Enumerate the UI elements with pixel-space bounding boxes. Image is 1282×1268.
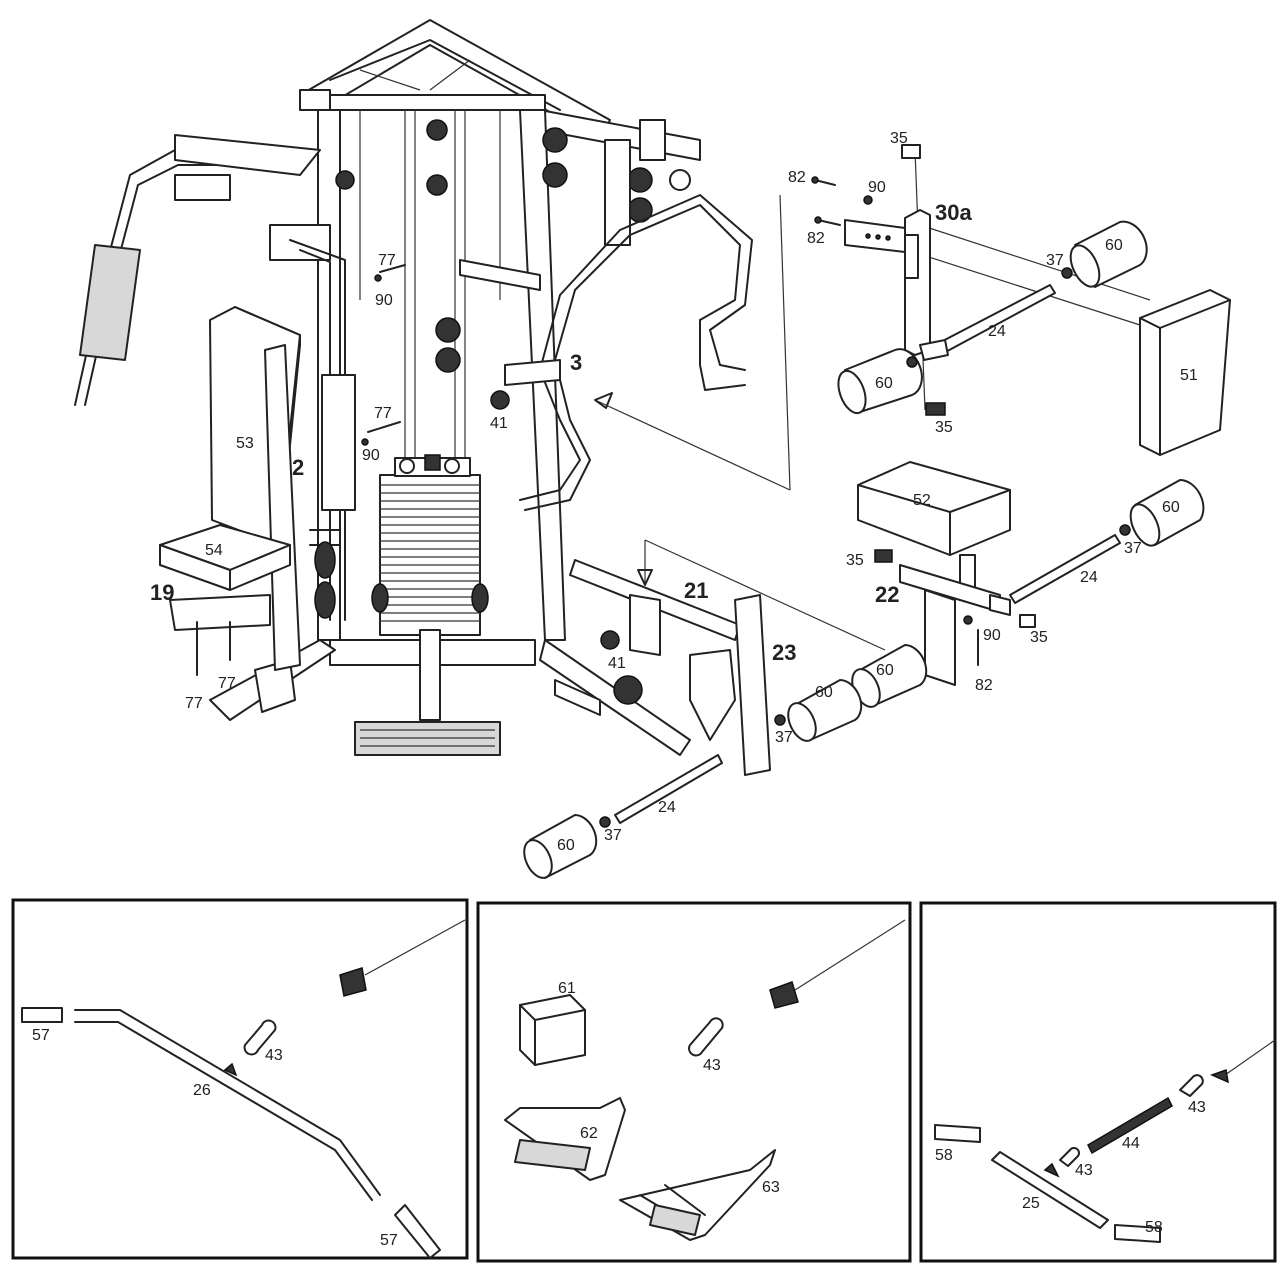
inset-left-label-26: 26 [193,1082,211,1099]
main-part-labels: 35 82 90 30a 82 37 60 77 90 24 3 60 51 4… [150,130,1198,854]
label-82-c: 82 [975,677,993,694]
inset-middle-label-62: 62 [580,1125,598,1142]
label-37-a: 37 [1046,252,1064,269]
label-35-top: 35 [890,130,908,147]
label-35-d: 35 [1030,629,1048,646]
label-54: 54 [205,542,223,559]
inset-middle-label-61: 61 [558,980,576,997]
label-77-c: 77 [218,675,236,692]
label-90-b: 90 [375,292,393,309]
label-3: 3 [570,350,582,375]
label-77-a: 77 [378,252,396,269]
label-23: 23 [772,640,796,665]
label-30a: 30a [935,200,972,225]
label-21: 21 [684,578,708,603]
label-41-b: 41 [608,655,626,672]
inset-right-label-43-b: 43 [1075,1162,1093,1179]
inset-right-tricep-bar: 43 44 58 43 25 58 [919,901,1277,1263]
gym-frame [74,19,771,776]
inset-middle-handles: 61 43 62 63 [476,901,912,1263]
inset-left-label-43: 43 [265,1047,283,1064]
label-60-a: 60 [1105,237,1123,254]
label-60-d: 60 [876,662,894,679]
label-60-b: 60 [875,375,893,392]
label-37-d: 37 [604,827,622,844]
label-60-f: 60 [557,837,575,854]
inset-right-label-25: 25 [1022,1195,1040,1212]
label-90-c: 90 [362,447,380,464]
label-77-b: 77 [374,405,392,422]
label-52: 52 [913,492,931,509]
label-22: 22 [875,582,899,607]
label-35-b: 35 [935,419,953,436]
exploded-parts [196,144,1231,879]
label-24-a: 24 [988,323,1006,340]
label-60-c: 60 [1162,499,1180,516]
label-82-a: 82 [788,169,806,186]
label-60-e: 60 [815,684,833,701]
inset-middle-label-43: 43 [703,1057,721,1074]
inset-left-lat-bar: 57 43 26 57 [11,898,469,1260]
label-51: 51 [1180,367,1198,384]
label-41-a: 41 [490,415,508,432]
inset-right-label-44: 44 [1122,1135,1140,1152]
inset-right-label-58-b: 58 [1145,1219,1163,1236]
label-19: 19 [150,580,174,605]
label-37-c: 37 [775,729,793,746]
label-82-b: 82 [807,230,825,247]
inset-left-label-57-b: 57 [380,1232,398,1249]
inset-middle-label-63: 63 [762,1179,780,1196]
inset-left-label-57-a: 57 [32,1027,50,1044]
weight-stack [371,454,489,636]
label-90-d: 90 [983,627,1001,644]
label-37-b: 37 [1124,540,1142,557]
inset-right-label-58-a: 58 [935,1147,953,1164]
label-24-b: 24 [1080,569,1098,586]
label-77-d: 77 [185,695,203,712]
label-53: 53 [236,435,254,452]
label-24-c: 24 [658,799,676,816]
inset-right-label-43-a: 43 [1188,1099,1206,1116]
label-90-a: 90 [868,179,886,196]
label-2: 2 [292,455,304,480]
label-35-c: 35 [846,552,864,569]
